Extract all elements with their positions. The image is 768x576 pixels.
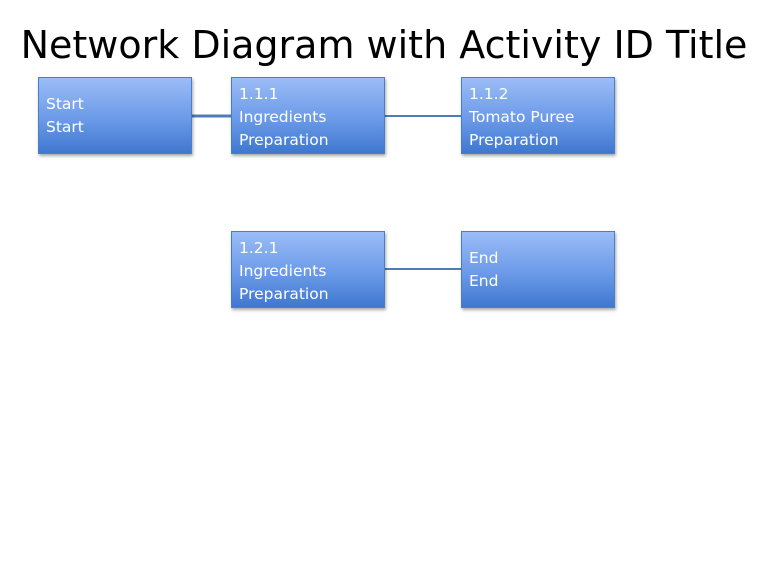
node-end-line2: End: [469, 271, 499, 290]
node-1-2-1[interactable]: 1.2.1 Ingredients Preparation: [231, 231, 385, 308]
node-1-1-1-name-cont: Preparation: [239, 131, 329, 149]
node-1-1-2-id: 1.1.2: [469, 85, 509, 103]
node-1-1-2-name: Tomato Puree: [469, 108, 575, 126]
node-end-line1: End: [469, 248, 499, 267]
node-1-2-1-name-cont: Preparation: [239, 285, 329, 303]
node-1-1-1[interactable]: 1.1.1 Ingredients Preparation: [231, 77, 385, 154]
node-1-1-1-id: 1.1.1: [239, 85, 279, 103]
node-1-1-2-name-cont: Preparation: [469, 131, 559, 149]
node-1-1-1-name: Ingredients: [239, 108, 327, 126]
node-start-line1: Start: [46, 94, 84, 113]
node-1-2-1-name: Ingredients: [239, 262, 327, 280]
node-1-2-1-id: 1.2.1: [239, 239, 279, 257]
node-1-1-2[interactable]: 1.1.2 Tomato Puree Preparation: [461, 77, 615, 154]
node-end[interactable]: End End: [461, 231, 615, 308]
node-start-line2: Start: [46, 117, 84, 136]
page-title: Network Diagram with Activity ID Title: [20, 23, 748, 67]
node-start[interactable]: Start Start: [38, 77, 192, 154]
